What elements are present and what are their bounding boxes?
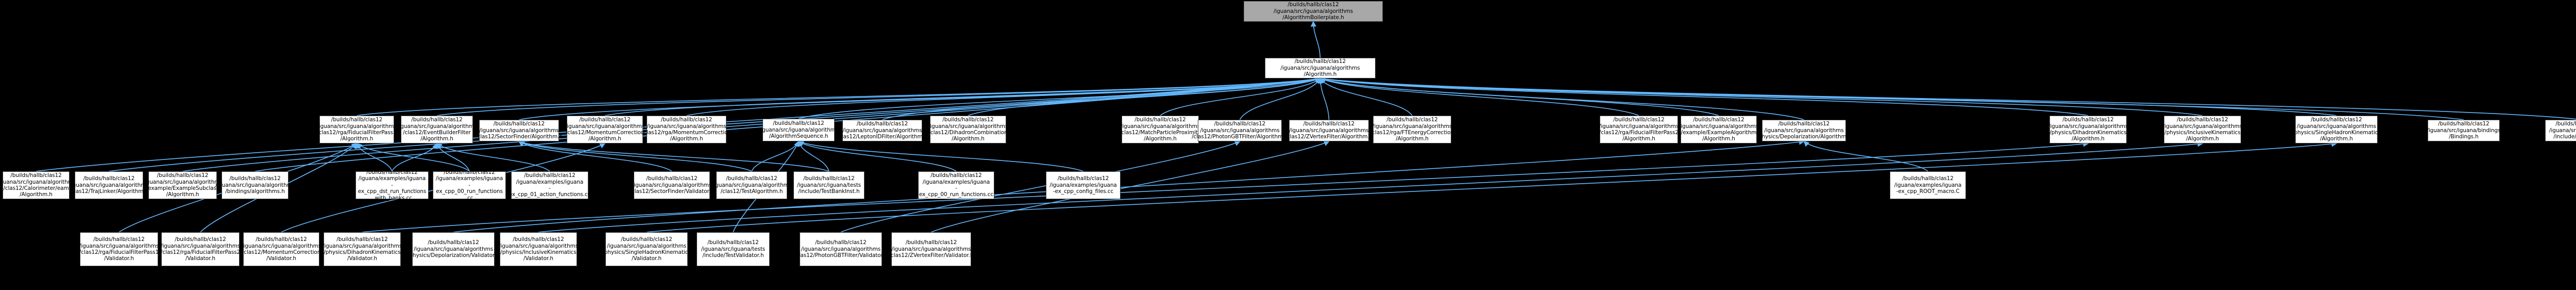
graph-node[interactable]: /builds/hallb/clas12 /iguana/src/iguana/…	[317, 116, 397, 143]
graph-node[interactable]: /builds/hallb/clas12 /iguana/src/iguana/…	[794, 232, 888, 266]
graph-node[interactable]: /builds/hallb/clas12 /iguana/src/iguana/…	[215, 171, 295, 199]
graph-edge	[1319, 76, 2089, 116]
graph-node[interactable]: /builds/hallb/clas12 /iguana/src/iguana/…	[602, 232, 691, 266]
graph-edge	[355, 142, 393, 172]
graph-node[interactable]: /builds/hallb/clas12 /iguana/src/iguana/…	[2427, 120, 2501, 141]
graph-node[interactable]: /builds/hallb/clas12 /iguana/src/iguana/…	[1192, 120, 1288, 141]
graph-node[interactable]: /builds/hallb/clas12 /iguana/src/iguana/…	[79, 232, 159, 266]
graph-node[interactable]: /builds/hallb/clas12 /iguana/src/iguana/…	[642, 116, 731, 143]
graph-edge	[436, 142, 550, 172]
graph-node[interactable]: /builds/hallb/clas12 /iguana/src/iguana/…	[2048, 116, 2128, 143]
graph-edge	[798, 141, 957, 172]
graph-edge	[604, 76, 1321, 116]
graph-node[interactable]: /builds/hallb/clas12 /iguana/examples/ig…	[1890, 171, 1966, 199]
graph-edge	[751, 140, 800, 172]
graph-node[interactable]: /builds/hallb/clas12 /iguana/src/iguana/…	[1370, 116, 1454, 143]
graph-node[interactable]: /builds/hallb/clas12 /iguana/src/iguana/…	[0, 171, 76, 199]
graph-node[interactable]: /builds/hallb/clas12 /iguana/src/iguana/…	[69, 171, 149, 199]
graph-node[interactable]: /builds/hallb/clas12 /iguana/src/iguana/…	[759, 119, 838, 141]
graph-edge	[435, 142, 470, 172]
graph-edge	[882, 77, 1321, 120]
graph-edge	[840, 140, 1241, 233]
graph-node[interactable]: /builds/hallb/clas12 /iguana/src/iguana/…	[630, 171, 714, 199]
graph-edge	[797, 140, 829, 172]
graph-node[interactable]: /builds/hallb/clas12 /iguana/examples/ig…	[918, 171, 994, 199]
graph-edge	[1319, 76, 2576, 120]
graph-node[interactable]: /builds/hallb/clas12 /iguana/src/iguana/…	[1599, 116, 1679, 143]
graph-node[interactable]: /builds/hallb/clas12 /iguana/src/iguana/…	[397, 116, 477, 143]
graph-edge	[519, 76, 1321, 120]
graph-node[interactable]: /builds/hallb/clas12 /iguana/src/iguana/…	[1285, 120, 1372, 141]
graph-node[interactable]: /builds/hallb/clas12 /iguana/src/iguana/…	[1757, 120, 1852, 141]
graph-node[interactable]: /builds/hallb/clas12 /iguana/src/iguana/…	[242, 232, 321, 266]
graph-edge	[1160, 77, 1321, 116]
graph-edge	[1239, 77, 1321, 120]
graph-edge	[646, 141, 2337, 233]
graph-node[interactable]: /builds/hallb/clas12 /iguana/src/iguana/…	[928, 116, 1008, 143]
graph-edge	[798, 140, 1083, 172]
graph-edge	[1319, 77, 1413, 116]
graph-edge	[1319, 77, 1719, 116]
graph-edge	[1310, 21, 1321, 58]
graph-node[interactable]: /builds/hallb/clas12 /iguana/examples/ig…	[509, 171, 590, 199]
graph-node[interactable]: /builds/hallb/clas12 /iguana/src/iguana/…	[476, 120, 563, 141]
graph-edge	[518, 141, 752, 172]
graph-node[interactable]: /builds/hallb/clas12 /iguana/src/iguana/…	[1120, 116, 1201, 143]
graph-node[interactable]: /builds/hallb/clas12 /iguana/src/iguana/…	[1679, 116, 1758, 143]
graph-edge	[356, 142, 470, 172]
graph-edge	[686, 76, 1321, 116]
graph-edge	[798, 77, 1321, 119]
graph-node[interactable]: /builds/hallb/clas12 /iguana/src/iguana/…	[565, 116, 645, 143]
graph-node[interactable]: /builds/hallb/clas12 /iguana/src/iguana/…	[2292, 116, 2381, 143]
graph-node[interactable]: /builds/hallb/clas12 /iguana/src/iguana/…	[408, 232, 499, 266]
graph-edge	[1317, 77, 1330, 120]
graph-node[interactable]: /builds/hallb/clas12 /iguana/src/iguana/…	[837, 120, 927, 141]
graph-edge	[392, 142, 438, 172]
graph-node[interactable]: /builds/hallb/clas12 /iguana/examples/ig…	[1046, 171, 1121, 199]
graph-edge	[1319, 77, 1639, 116]
graph-node[interactable]: /builds/hallb/clas12 /iguana/examples/ig…	[355, 169, 429, 201]
graph-node[interactable]: /builds/hallb/clas12 /iguana/examples/ig…	[433, 169, 506, 201]
graph-edge	[362, 141, 2089, 233]
graph-node[interactable]: /builds/hallb/clas12 /iguana/src/iguana/…	[499, 232, 578, 266]
graph-edge	[1319, 76, 2337, 116]
graph-node[interactable]: /builds/hallb/clas12 /iguana/src/iguana/…	[712, 171, 791, 199]
graph-node[interactable]: /builds/hallb/clas12 /iguana/src/iguana/…	[889, 232, 974, 266]
graph-edge	[1319, 76, 2464, 120]
graph-node[interactable]: /builds/hallb/clas12 /iguana/src/iguana/…	[2545, 120, 2576, 141]
graph-node[interactable]: /builds/hallb/clas12 /iguana/src/iguana/…	[323, 232, 402, 266]
graph-edge	[518, 141, 672, 172]
graph-edge	[518, 140, 829, 172]
graph-node[interactable]: /builds/hallb/clas12 /iguana/src/iguana/…	[161, 232, 240, 266]
graph-node[interactable]: /builds/hallb/clas12 /iguana/src/iguana/…	[1265, 58, 1376, 78]
graph-edge	[1803, 140, 1928, 172]
graph-node[interactable]: /builds/hallb/clas12 /iguana/src/iguana/…	[697, 232, 770, 266]
graph-node[interactable]: /builds/hallb/clas12 /iguana/src/iguana/…	[1244, 1, 1383, 22]
graph-node[interactable]: /builds/hallb/clas12 /iguana/src/iguana/…	[143, 171, 223, 199]
graph-node[interactable]: /builds/hallb/clas12 /iguana/src/iguana/…	[2163, 116, 2242, 143]
graph-edge	[357, 76, 1321, 116]
graph-edge	[1319, 76, 2203, 116]
graph-edge	[968, 77, 1321, 116]
graph-node[interactable]: /builds/hallb/clas12 /iguana/src/iguana/…	[793, 171, 865, 199]
graph-edge	[1319, 77, 1804, 120]
graph-edge	[436, 76, 1321, 116]
